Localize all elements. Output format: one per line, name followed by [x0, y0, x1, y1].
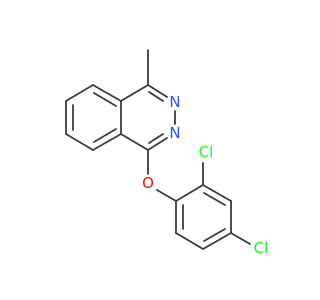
bond-c2p-c3p: [202, 184, 232, 202]
bond-c5-c6: [65, 84, 94, 102]
oxygen-atom: O: [142, 174, 154, 192]
bond-n2-c1: [147, 137, 168, 151]
bond-c2p-c3p-double: [203, 192, 226, 206]
bond-c1-c8a: [120, 133, 149, 151]
bond-n2-c1-double: [148, 133, 164, 144]
bond-c1p-c2p: [175, 184, 204, 202]
bond-c4p-c5p: [202, 232, 232, 250]
bond-c8-c8a: [92, 133, 122, 151]
molecule-structure: N N O Cl Cl: [65, 49, 269, 257]
bond-c5p-c6p: [175, 232, 204, 250]
bond-c4a-c4: [120, 84, 149, 102]
bond-c4p-c5p-double: [203, 228, 226, 242]
bond-c8-c8a-double: [93, 128, 117, 143]
chlorine-atom-ortho: Cl: [199, 143, 214, 161]
bond-c7-c8: [65, 133, 94, 151]
nitrogen-atom-lower: N: [169, 124, 180, 142]
nitrogen-atom-upper: N: [169, 93, 180, 111]
bond-c4-n3: [147, 84, 168, 98]
bond-c4a-c5: [92, 84, 122, 102]
bond-c4a-c5-double: [93, 92, 117, 107]
bond-o-c1p: [156, 189, 177, 202]
chlorine-atom-para: Cl: [254, 239, 269, 257]
bond-c4-n3-double: [148, 91, 164, 102]
bond-c4p-cl: [230, 232, 251, 245]
